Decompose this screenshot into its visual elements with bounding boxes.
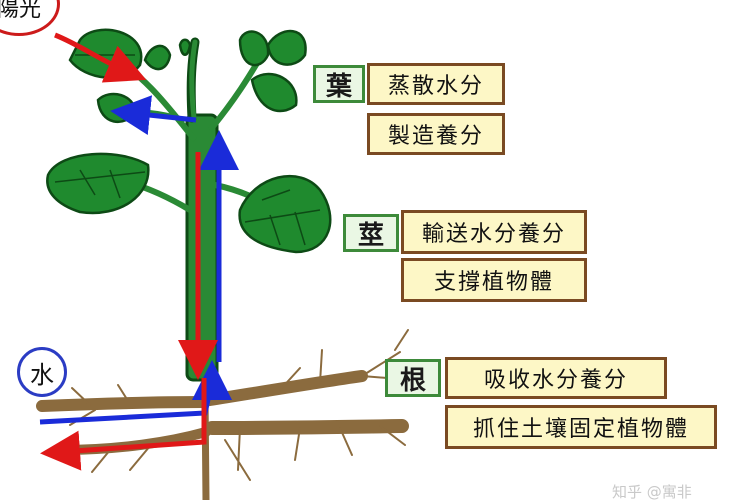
leaf (46, 152, 150, 215)
leaf (238, 30, 270, 67)
leaf-function-photosynthesis: 製造養分 (367, 113, 505, 155)
root-upper-left (36, 396, 211, 412)
root-function-anchor: 抓住土壤固定植物體 (445, 405, 717, 449)
stem-function-support: 支撐植物體 (401, 258, 587, 302)
leaf-function-transpiration: 蒸散水分 (367, 63, 505, 105)
transpiration-arrow (110, 95, 197, 135)
water-label: 水 (17, 347, 67, 397)
leaf (143, 44, 172, 71)
sunlight-arrow (54, 32, 147, 83)
root-function-absorb: 吸收水分養分 (445, 357, 667, 399)
watermark: 知乎 @寓非 (612, 483, 692, 501)
organ-stem-label: 莖 (343, 214, 399, 252)
roots (36, 329, 421, 500)
leaf (266, 29, 307, 66)
nutrient-root-arrow (40, 378, 207, 471)
leaf (238, 174, 332, 254)
leaf (178, 38, 192, 56)
leaf (250, 72, 298, 113)
stem-function-transport: 輸送水分養分 (401, 210, 587, 254)
leaf (96, 92, 137, 124)
organ-leaf-label: 葉 (313, 65, 365, 103)
root-upper-right (204, 370, 368, 406)
leaf (68, 28, 143, 79)
organ-root-label: 根 (385, 359, 441, 397)
